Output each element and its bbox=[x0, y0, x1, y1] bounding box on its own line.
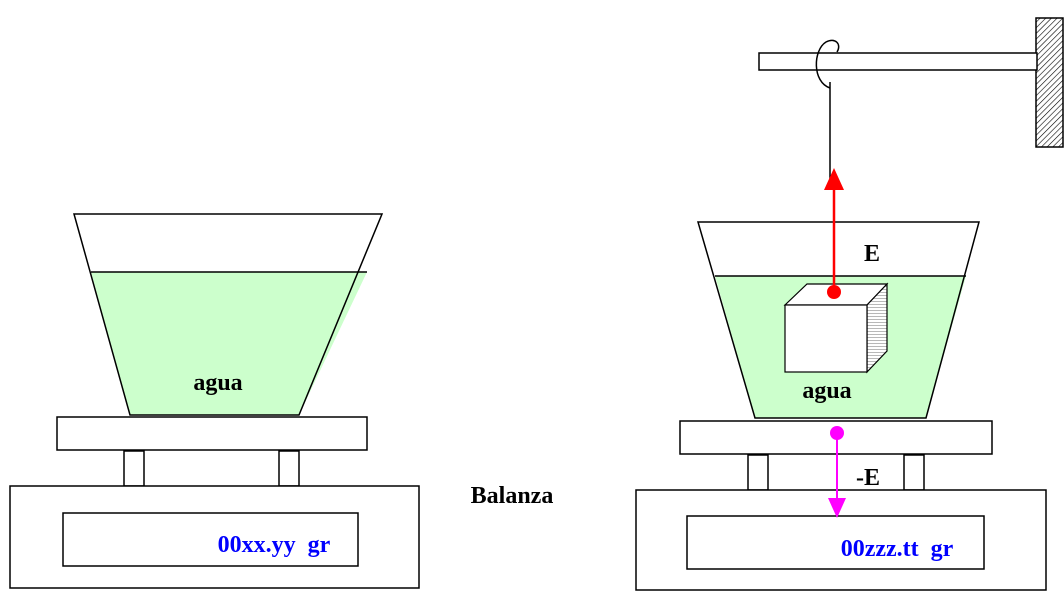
buoyancy-arrow bbox=[824, 168, 844, 299]
hook-icon bbox=[815, 39, 840, 89]
left-scale-platform bbox=[56, 416, 368, 451]
right-beaker bbox=[697, 221, 980, 419]
reaction-arrow bbox=[828, 426, 846, 518]
scale-label: Balanza bbox=[471, 483, 554, 509]
buoyancy-label: E bbox=[864, 241, 880, 267]
support-rod bbox=[758, 52, 1038, 71]
left-beaker bbox=[73, 213, 384, 416]
right-scale-display bbox=[686, 515, 985, 570]
right-setup: E agua 00zzz.tt gr -E bbox=[635, 17, 1064, 591]
reaction-label: -E bbox=[856, 465, 880, 491]
right-scale-leg-left bbox=[747, 454, 769, 491]
left-scale-display bbox=[62, 512, 359, 567]
left-scale-leg-right bbox=[278, 450, 300, 487]
left-display-reading: 00xx.yy gr bbox=[218, 532, 331, 558]
wall-support bbox=[1035, 17, 1064, 148]
left-setup: agua 00xx.yy gr bbox=[9, 213, 420, 589]
left-water bbox=[91, 272, 367, 415]
left-water-label: agua bbox=[193, 370, 242, 396]
right-display-reading: 00zzz.tt gr bbox=[841, 536, 954, 562]
left-scale-leg-left bbox=[123, 450, 145, 487]
right-scale-leg-right bbox=[903, 454, 925, 491]
right-water-label: agua bbox=[802, 378, 851, 404]
